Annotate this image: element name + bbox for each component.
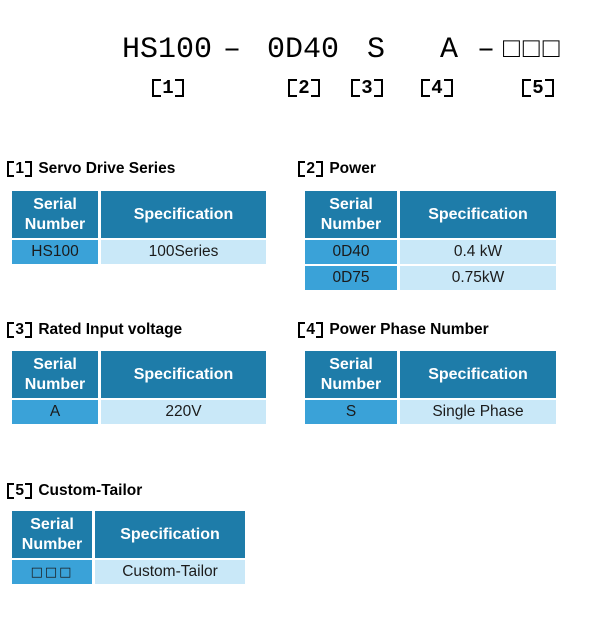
callout-4: 4 xyxy=(421,77,453,99)
callout-number: 2 xyxy=(298,77,310,99)
table-power-phase-number: Serial Number Specification S Single Pha… xyxy=(305,351,556,424)
section-ref: 3 xyxy=(15,321,24,338)
table-cell-serial: A xyxy=(12,400,98,424)
callout-2: 2 xyxy=(288,77,320,99)
table-cell-spec: 0.75kW xyxy=(400,266,556,290)
column-header-specification: Specification xyxy=(101,191,266,238)
bracket-close-icon xyxy=(25,161,33,177)
table-cell-spec: 220V xyxy=(101,400,266,424)
column-header-specification: Specification xyxy=(101,351,266,398)
dash-separator: – xyxy=(223,33,242,67)
table-cell-serial: 0D75 xyxy=(305,266,397,290)
callout-3: 3 xyxy=(351,77,383,99)
section-ref: 2 xyxy=(306,160,315,177)
section-title-5: 5 Custom-Tailor xyxy=(7,481,142,501)
bracket-open-icon xyxy=(7,161,15,177)
table-power: Serial Number Specification 0D40 0.4 kW … xyxy=(305,191,556,290)
table-cell-serial: HS100 xyxy=(12,240,98,264)
callout-number: 1 xyxy=(162,77,174,99)
column-header-specification: Specification xyxy=(400,191,556,238)
callout-number: 4 xyxy=(431,77,443,99)
column-header-serial-number: Serial Number xyxy=(305,351,397,398)
column-header-specification: Specification xyxy=(400,351,556,398)
bracket-open-icon xyxy=(522,78,531,98)
bracket-close-icon xyxy=(316,322,324,338)
bracket-close-icon xyxy=(25,483,33,499)
bracket-open-icon xyxy=(7,483,15,499)
table-cell-serial: 0D40 xyxy=(305,240,397,264)
section-title-4: 4 Power Phase Number xyxy=(298,320,489,340)
column-header-serial-number: Serial Number xyxy=(12,351,98,398)
dash-separator: – xyxy=(477,33,496,67)
table-cell-spec: 0.4 kW xyxy=(400,240,556,264)
bracket-open-icon xyxy=(288,78,297,98)
section-title-2: 2 Power xyxy=(298,159,376,179)
bracket-open-icon xyxy=(421,78,430,98)
bracket-close-icon xyxy=(374,78,383,98)
table-cell-serial-blank-squares: □□□ xyxy=(12,560,92,584)
bracket-close-icon xyxy=(316,161,324,177)
section-title-text: Custom-Tailor xyxy=(38,482,143,499)
section-title-3: 3 Rated Input voltage xyxy=(7,320,182,340)
callout-5: 5 xyxy=(522,77,554,99)
bracket-open-icon xyxy=(298,322,306,338)
section-title-text: Power Phase Number xyxy=(329,321,489,338)
table-servo-drive-series: Serial Number Specification HS100 100Ser… xyxy=(12,191,266,264)
model-segment-series: HS100 xyxy=(122,33,213,67)
bracket-open-icon xyxy=(298,161,306,177)
table-cell-serial: S xyxy=(305,400,397,424)
table-cell-spec: Single Phase xyxy=(400,400,556,424)
section-title-text: Servo Drive Series xyxy=(38,160,176,177)
section-title-1: 1 Servo Drive Series xyxy=(7,159,175,179)
table-cell-spec: Custom-Tailor xyxy=(95,560,245,584)
bracket-close-icon xyxy=(175,78,184,98)
callout-1: 1 xyxy=(152,77,184,99)
table-rated-input-voltage: Serial Number Specification A 220V xyxy=(12,351,266,424)
column-header-serial-number: Serial Number xyxy=(12,511,92,558)
section-ref: 1 xyxy=(15,160,24,177)
bracket-open-icon xyxy=(152,78,161,98)
section-ref: 4 xyxy=(306,321,315,338)
blank-squares-segment: □□□ xyxy=(503,35,563,66)
model-segment-phase: A xyxy=(440,33,459,67)
model-segment-power: 0D40 xyxy=(267,33,340,67)
bracket-close-icon xyxy=(444,78,453,98)
model-segment-voltage: S xyxy=(367,33,386,67)
table-custom-tailor: Serial Number Specification □□□ Custom-T… xyxy=(12,511,245,584)
section-ref: 5 xyxy=(15,482,24,499)
column-header-specification: Specification xyxy=(95,511,245,558)
section-title-text: Power xyxy=(329,160,376,177)
table-cell-spec: 100Series xyxy=(101,240,266,264)
bracket-open-icon xyxy=(7,322,15,338)
column-header-serial-number: Serial Number xyxy=(305,191,397,238)
callout-number: 3 xyxy=(361,77,373,99)
section-title-text: Rated Input voltage xyxy=(38,321,183,338)
column-header-serial-number: Serial Number xyxy=(12,191,98,238)
bracket-close-icon xyxy=(311,78,320,98)
bracket-close-icon xyxy=(25,322,33,338)
callout-number: 5 xyxy=(532,77,544,99)
bracket-open-icon xyxy=(351,78,360,98)
bracket-close-icon xyxy=(545,78,554,98)
